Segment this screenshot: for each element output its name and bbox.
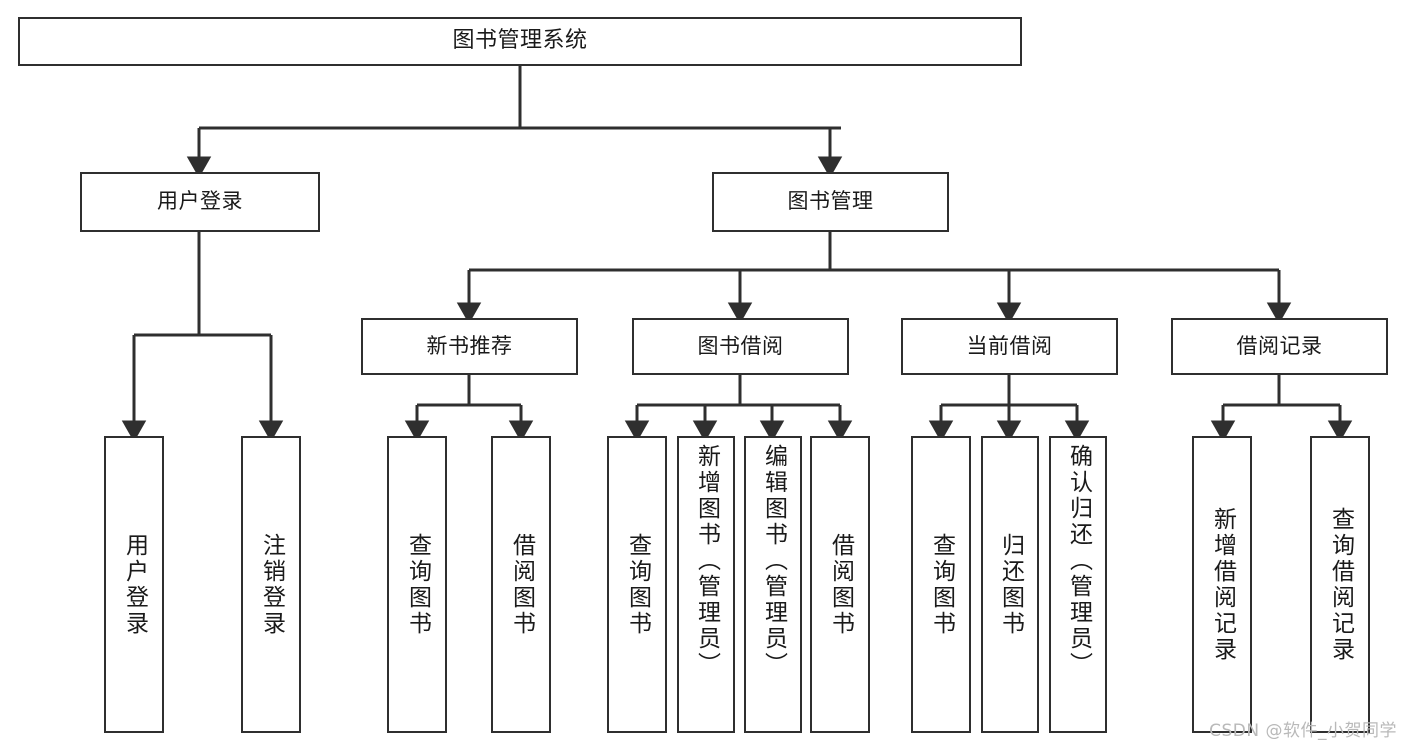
node-user-login[interactable]: 用户登录: [80, 172, 320, 232]
node-leaf-return-book[interactable]: 归还图书: [981, 436, 1039, 733]
node-book-manage-label: 图书管理: [787, 189, 874, 214]
node-leaf-borrow-book-1-label: 借阅图书: [508, 532, 535, 637]
node-leaf-borrow-book-2-label: 借阅图书: [827, 532, 854, 637]
node-leaf-user-logout-label: 注销登录: [258, 532, 285, 637]
node-book-manage[interactable]: 图书管理: [712, 172, 949, 232]
node-current-borrow[interactable]: 当前借阅: [901, 318, 1118, 375]
node-root[interactable]: 图书管理系统: [18, 17, 1022, 66]
node-book-borrow-label: 图书借阅: [697, 333, 784, 358]
node-borrow-record-label: 借阅记录: [1236, 333, 1323, 358]
node-current-borrow-label: 当前借阅: [966, 333, 1053, 358]
node-leaf-confirm-return-label: 确认归还（管理员）: [1065, 444, 1092, 678]
node-leaf-borrow-book-1[interactable]: 借阅图书: [491, 436, 551, 733]
node-leaf-edit-book-label: 编辑图书（管理员）: [760, 444, 787, 678]
node-leaf-query-record-label: 查询借阅记录: [1327, 506, 1354, 663]
node-leaf-query-book-2[interactable]: 查询图书: [607, 436, 667, 733]
node-leaf-add-record-label: 新增借阅记录: [1209, 506, 1236, 663]
node-leaf-query-book-3[interactable]: 查询图书: [911, 436, 971, 733]
node-borrow-record[interactable]: 借阅记录: [1171, 318, 1388, 375]
node-leaf-query-book-3-label: 查询图书: [928, 532, 955, 637]
node-leaf-add-record[interactable]: 新增借阅记录: [1192, 436, 1252, 733]
node-leaf-add-book-label: 新增图书（管理员）: [693, 444, 720, 678]
node-user-login-label: 用户登录: [157, 189, 243, 214]
node-leaf-user-login-label: 用户登录: [121, 532, 148, 637]
node-root-label: 图书管理系统: [452, 28, 588, 54]
node-leaf-query-book-1-label: 查询图书: [404, 532, 431, 637]
node-new-book-recommend[interactable]: 新书推荐: [361, 318, 578, 375]
node-leaf-confirm-return[interactable]: 确认归还（管理员）: [1049, 436, 1107, 733]
node-leaf-query-record[interactable]: 查询借阅记录: [1310, 436, 1370, 733]
node-leaf-return-book-label: 归还图书: [997, 532, 1024, 637]
node-leaf-query-book-1[interactable]: 查询图书: [387, 436, 447, 733]
node-leaf-add-book[interactable]: 新增图书（管理员）: [677, 436, 735, 733]
node-leaf-borrow-book-2[interactable]: 借阅图书: [810, 436, 870, 733]
node-book-borrow[interactable]: 图书借阅: [632, 318, 849, 375]
node-leaf-query-book-2-label: 查询图书: [624, 532, 651, 637]
node-leaf-user-logout[interactable]: 注销登录: [241, 436, 301, 733]
node-leaf-edit-book[interactable]: 编辑图书（管理员）: [744, 436, 802, 733]
node-leaf-user-login[interactable]: 用户登录: [104, 436, 164, 733]
node-new-book-recommend-label: 新书推荐: [426, 333, 513, 358]
